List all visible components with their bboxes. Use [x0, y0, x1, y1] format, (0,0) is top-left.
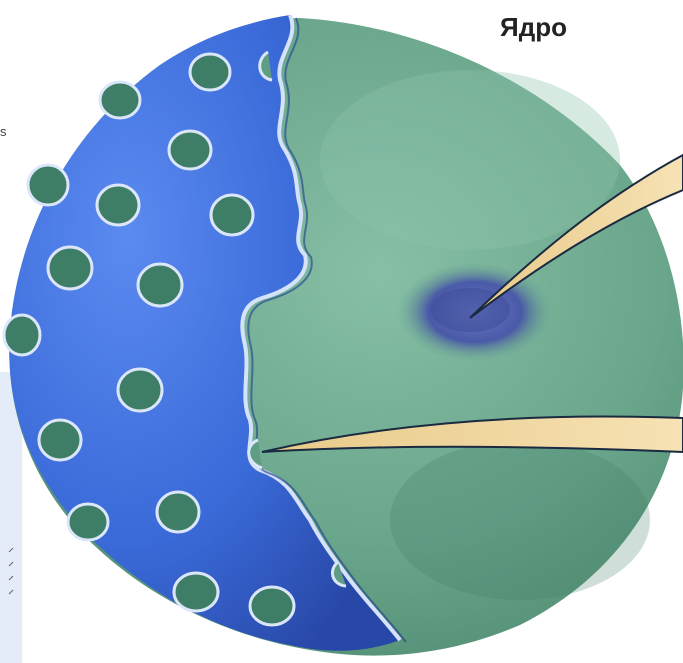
nuclear-pore: [68, 504, 108, 540]
nuclear-pore: [157, 492, 199, 532]
nucleoplasm-highlight: [320, 70, 620, 250]
nuclear-pore: [250, 587, 294, 625]
nuclear-pore: [118, 369, 162, 411]
nuclear-pore: [4, 315, 40, 355]
nuclear-pore: [174, 573, 218, 611]
nuclear-pore: [39, 420, 81, 460]
nuclear-pore: [190, 54, 230, 90]
edge-tick-marks: [8, 548, 16, 598]
nuclear-pore: [28, 165, 68, 205]
nuclear-pore: [97, 185, 139, 225]
nuclear-pore: [100, 82, 140, 118]
nuclear-pore: [138, 264, 182, 306]
nucleoplasm-shadow: [390, 440, 650, 600]
nuclear-pore: [211, 195, 253, 235]
nuclear-pore: [48, 247, 92, 289]
nuclear-pore: [169, 131, 211, 169]
